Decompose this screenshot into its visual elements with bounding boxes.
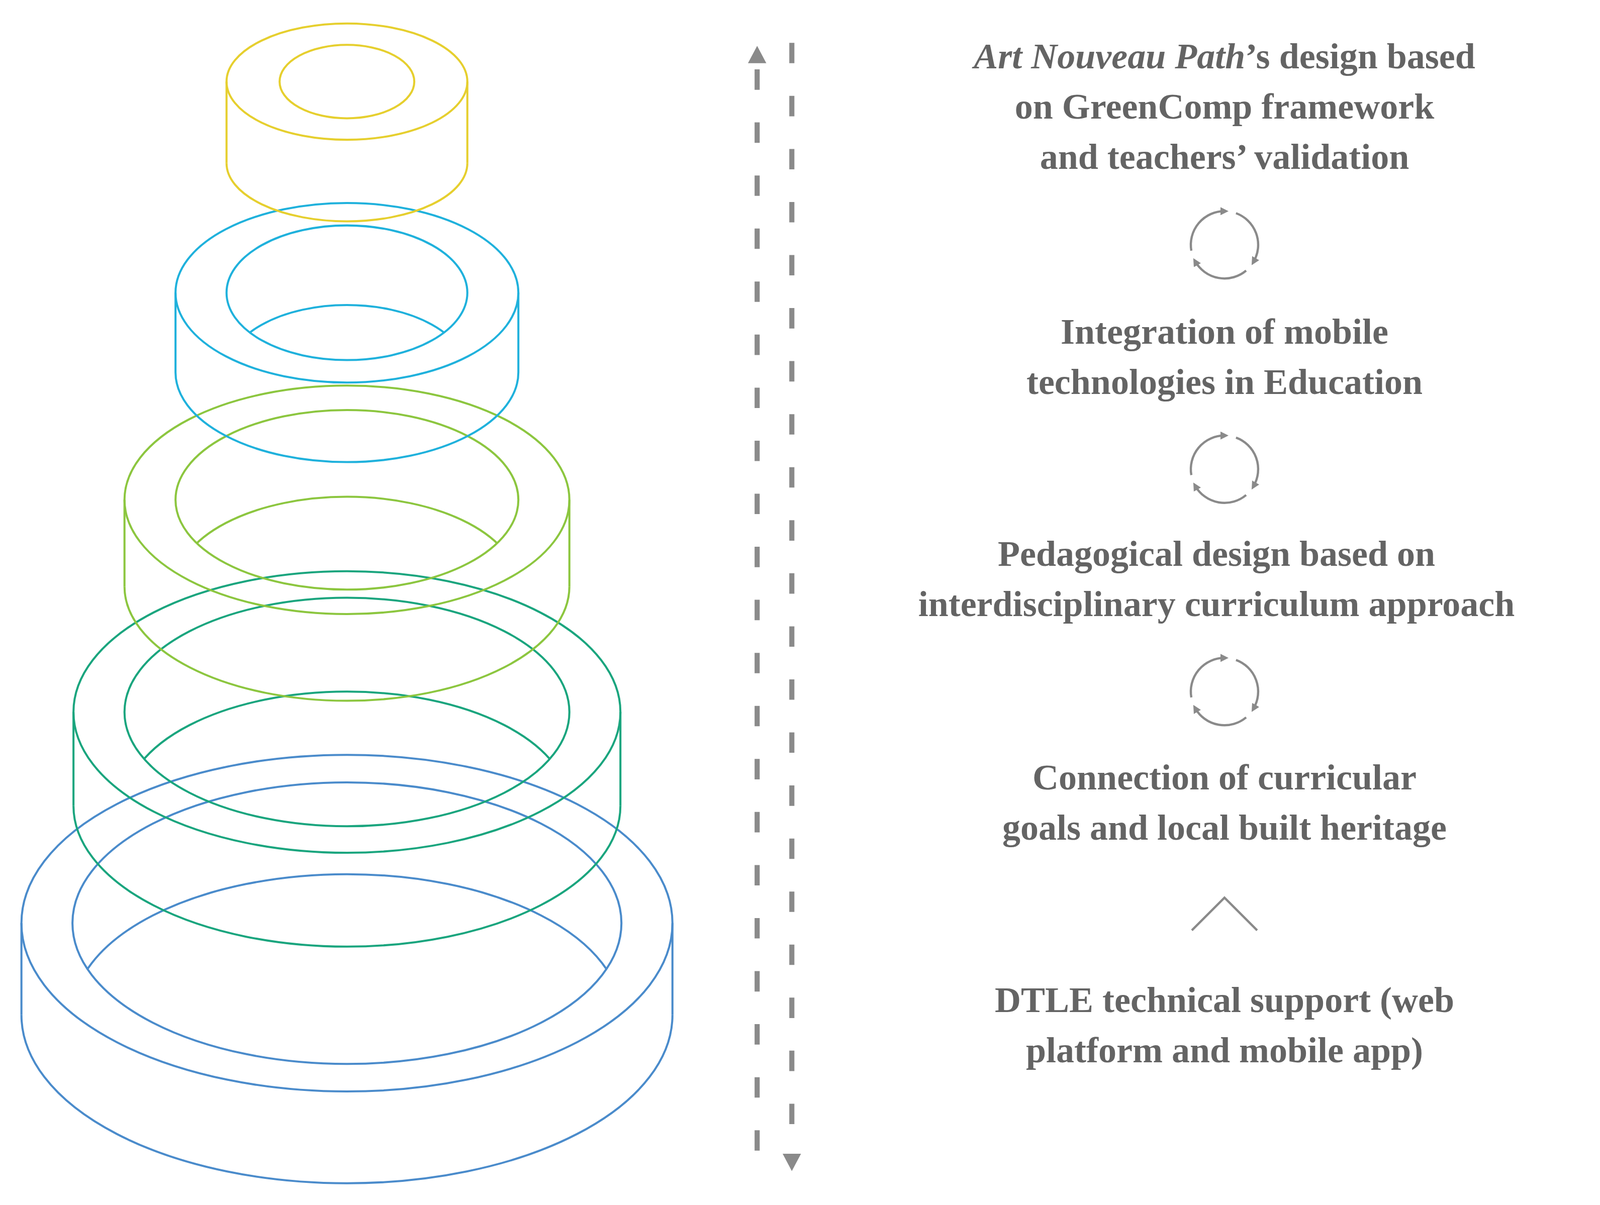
ring-teal [73, 571, 621, 948]
stage-label: Connection of curricular goals and local… [917, 752, 1532, 854]
ring-yellow [226, 23, 468, 222]
ring-blue [21, 755, 673, 1184]
chevron-up [1191, 897, 1258, 931]
cycle-arc [1236, 437, 1259, 487]
stage-label: Art Nouveau Path’s design based on Green… [887, 31, 1562, 182]
stage-label: DTLE technical support (web platform and… [910, 975, 1539, 1076]
cycle-arc [1195, 708, 1247, 726]
cycle-arc [1195, 261, 1247, 279]
dashed-axis [757, 42, 792, 1172]
cycle-arc [1190, 211, 1225, 251]
arrow-down [782, 1154, 802, 1172]
cycle-arc [1190, 657, 1225, 698]
cycle-arc [1236, 213, 1259, 262]
stage-label: Integration of mobile technologies in Ed… [958, 306, 1491, 408]
cycle-arc [1236, 660, 1259, 709]
ring-light-green [124, 385, 570, 701]
cycle-arc [1190, 435, 1225, 476]
arrow-up [747, 45, 767, 64]
ring-cyan [175, 203, 519, 463]
stage-label: Pedagogical design based on interdiscipl… [839, 528, 1594, 630]
cycle-symbols [1190, 211, 1259, 726]
cycle-arc [1195, 486, 1247, 503]
